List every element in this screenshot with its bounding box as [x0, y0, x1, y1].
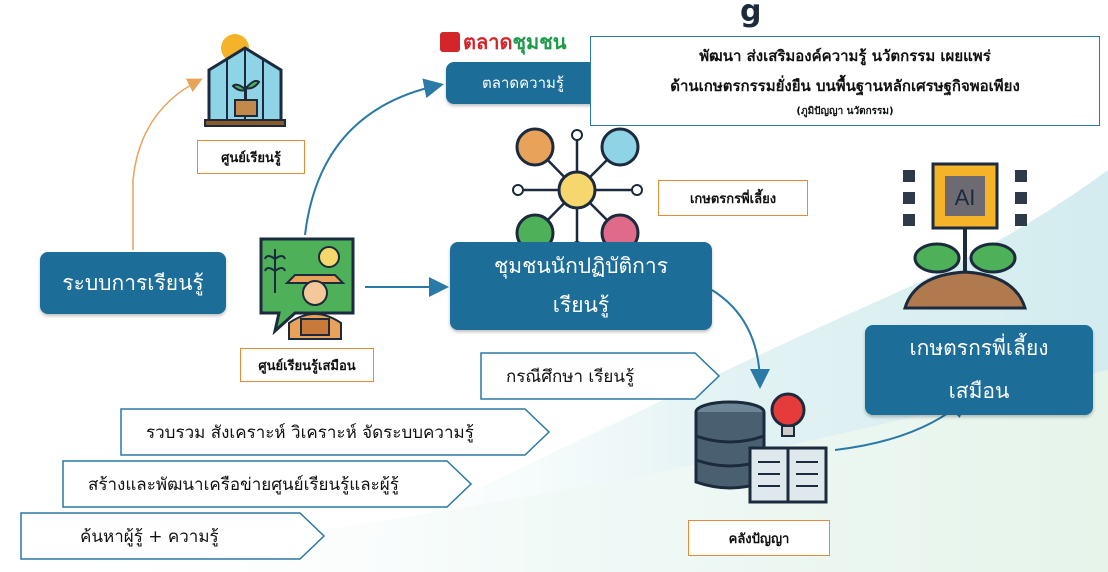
mission-box: พัฒนา ส่งเสริมองค์ความรู้ นวัตกรรม เผยแพ…: [590, 36, 1100, 126]
knowledge-market-box: ตลาดความรู้: [446, 62, 600, 104]
farmer-icon: [259, 237, 355, 340]
community-practice-box: ชุมชนนักปฏิบัติการ เรียนรู้: [450, 242, 712, 330]
chevron-shape-icon: [120, 408, 550, 456]
mission-line-2: ด้านเกษตรกรรมยั่งยืน บนพื้นฐานหลักเศรษฐก…: [670, 76, 1020, 95]
ai-plant-icon: AI: [902, 162, 1028, 310]
ai-label: AI: [955, 185, 976, 210]
chevron-shape-icon: [20, 512, 325, 560]
arrow-system-to-center: [132, 78, 203, 250]
mission-line-1: พัฒนา ส่งเสริมองค์ความรู้ นวัตกรรม เผยแพ…: [699, 46, 991, 65]
chevron-shape-icon: [480, 352, 720, 400]
greenhouse-icon: [204, 34, 286, 127]
community-practice-line-2: เรียนรู้: [552, 293, 610, 317]
step-network: สร้างและพัฒนาเครือข่ายศูนย์เรียนรู้และผู…: [62, 460, 472, 508]
mentor-farmer-label: เกษตรกรพี่เลี้ยง: [658, 180, 808, 216]
step-network-label: สร้างและพัฒนาเครือข่ายศูนย์เรียนรู้และผู…: [88, 474, 399, 495]
mission-line-3: (ภูมิปัญญา นวัตกรรม): [796, 105, 894, 117]
step-case-study-label: กรณีศึกษา เรียนรู้: [506, 366, 635, 387]
virtual-center-label: ศูนย์เรียนรู้เสมือน: [240, 348, 374, 382]
step-find-experts: ค้นหาผู้รู้ + ความรู้: [20, 512, 325, 560]
step-synthesize: รวบรวม สังเคราะห์ วิเคราะห์ จัดระบบความร…: [120, 408, 550, 456]
header-partial-title: g: [740, 0, 762, 29]
network-idea-icon: [512, 127, 643, 253]
learning-center-label: ศูนย์เรียนรู้: [197, 140, 305, 174]
logo-mark-icon: [440, 32, 460, 52]
step-case-study: กรณีศึกษา เรียนรู้: [480, 352, 720, 400]
arrow-virtual-to-market: [304, 78, 444, 236]
chevron-shape-icon: [62, 460, 472, 508]
database-book-icon: [694, 392, 828, 504]
logo-text-right: ชุมชน: [512, 30, 567, 54]
learning-system-box: ระบบการเรียนรู้: [40, 252, 226, 314]
virtual-mentor-box: เกษตรกรพี่เลี้ยง เสมือน: [865, 325, 1093, 415]
step-synthesize-label: รวบรวม สังเคราะห์ วิเคราะห์ จัดระบบความร…: [146, 422, 474, 443]
community-practice-line-1: ชุมชนนักปฏิบัติการ: [494, 254, 668, 278]
virtual-mentor-line-2: เสมือน: [948, 379, 1010, 403]
arrow-community-to-bank: [711, 289, 770, 389]
step-find-experts-label: ค้นหาผู้รู้ + ความรู้: [80, 526, 219, 547]
logo: ตลาด ชุมชน: [440, 26, 566, 58]
logo-text-left: ตลาด: [463, 30, 513, 54]
wisdom-bank-label: คลังปัญญา: [688, 520, 830, 556]
virtual-mentor-line-1: เกษตรกรพี่เลี้ยง: [909, 336, 1049, 360]
